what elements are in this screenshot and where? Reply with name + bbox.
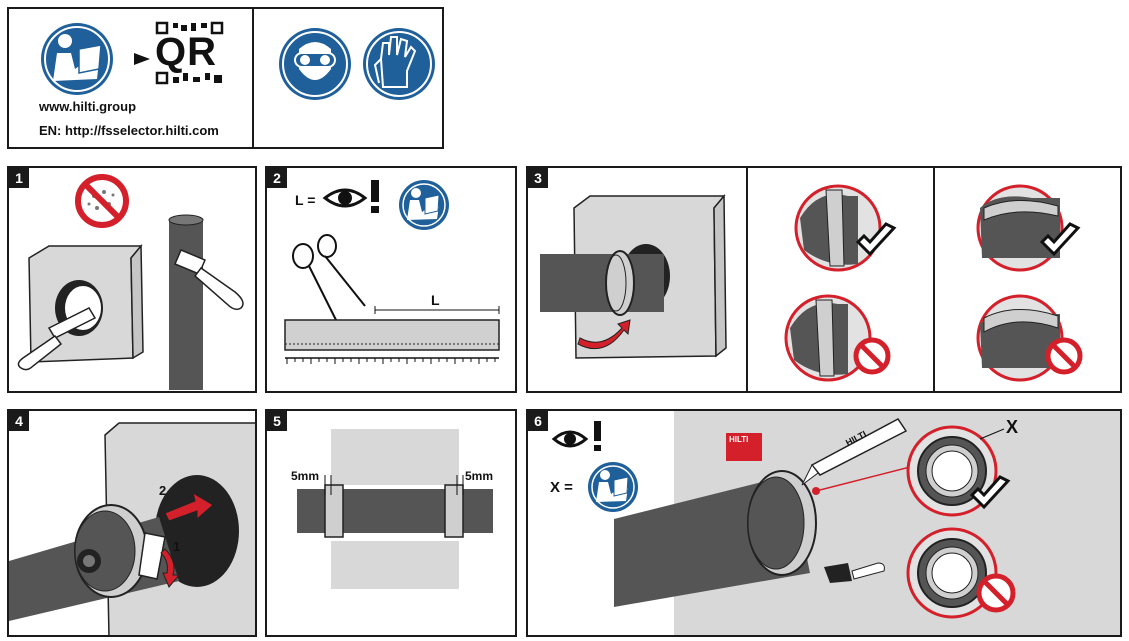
x-marker-label: X (1006, 417, 1019, 437)
eye-icon (322, 188, 368, 208)
step-number: 2 (267, 168, 287, 188)
spatula-icon (824, 562, 885, 583)
step-6-panel: 6 (526, 409, 1122, 637)
push-arrow-icon (164, 491, 214, 522)
check-icon (1039, 222, 1081, 257)
pipe (297, 484, 493, 538)
prohibited-icon (976, 573, 1016, 613)
step-5-panel: 5 5mm 5mm (265, 409, 517, 637)
header-panel: QR www.hilti.group EN: http://fsselector… (7, 7, 444, 149)
step-2-panel: 2 L = L (265, 166, 517, 393)
length-formula: L = (295, 192, 316, 208)
prohibited-icon (853, 337, 891, 375)
arrow-label-2: 2 (159, 483, 167, 498)
read-manual-icon (399, 180, 449, 230)
x-equals-label: X = (550, 479, 573, 496)
read-manual-icon (588, 462, 638, 512)
incorrect-fit-detail-1 (784, 294, 891, 382)
website-link[interactable]: www.hilti.group (39, 99, 137, 114)
gap-right-label: 5mm (465, 469, 494, 483)
arrow-icon (134, 53, 150, 65)
pipe-with-collar (540, 250, 664, 316)
rotate-arrow-icon (577, 319, 631, 350)
read-manual-icon (41, 23, 113, 95)
step-3-divider-2 (933, 168, 935, 391)
step-number: 1 (9, 168, 29, 188)
eye-icon (551, 430, 589, 448)
check-icon (855, 222, 897, 257)
step-4-panel: 4 2 1 (7, 409, 257, 637)
incorrect-seal-detail (906, 527, 1016, 619)
exclamation-icon (371, 180, 379, 213)
hilti-label-box (726, 433, 762, 461)
length-label: L (431, 292, 440, 308)
step-number: 3 (528, 168, 548, 188)
arrow-label-1: 1 (173, 539, 181, 554)
ruler (285, 357, 499, 364)
correct-seal-detail (906, 425, 1011, 517)
step-3-divider-1 (746, 168, 748, 391)
fire-collar-strip (284, 319, 500, 351)
header-divider (252, 9, 254, 147)
correct-fit-detail-1 (794, 184, 897, 272)
qr-code-icon (155, 21, 224, 85)
correct-fit-detail-2 (976, 184, 1081, 272)
sealant-cartridge (801, 418, 908, 486)
step-1-panel: 1 (7, 166, 257, 393)
check-icon (969, 475, 1011, 510)
prohibited-icon (1045, 337, 1083, 375)
brush-icon (17, 307, 97, 371)
no-dust-icon (75, 174, 129, 228)
step-number: 6 (528, 411, 548, 431)
concrete-wall (331, 429, 459, 589)
pipe (168, 214, 244, 390)
hilti-brand-label: HILTI (729, 435, 749, 444)
step-3-panel: 3 (526, 166, 1122, 393)
scissors-icon (292, 234, 366, 323)
pipe-with-collar (614, 470, 817, 607)
selector-url-link[interactable]: EN: http://fsselector.hilti.com (39, 123, 219, 138)
qr-label: QR (155, 30, 217, 74)
incorrect-fit-detail-2 (976, 294, 1083, 382)
step-number: 4 (9, 411, 29, 431)
pipe-with-collar (9, 504, 179, 621)
gap-left-label: 5mm (291, 469, 320, 483)
exclamation-icon (594, 421, 601, 451)
step-number: 5 (267, 411, 287, 431)
rotate-arrow-icon (160, 548, 181, 588)
